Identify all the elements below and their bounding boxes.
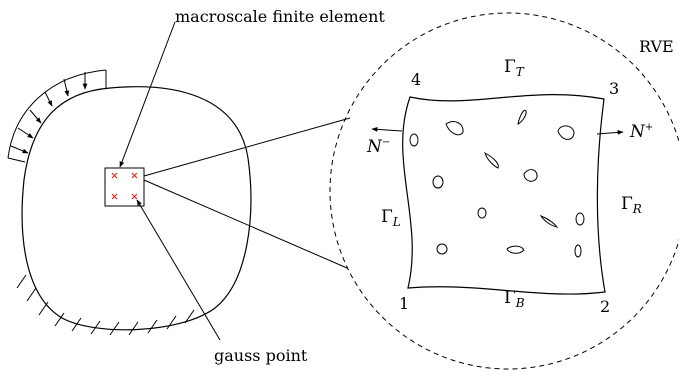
rve-label: RVE (639, 37, 674, 56)
gauss-point-marker (111, 193, 118, 200)
normal-minus-label: N− (366, 137, 390, 157)
gamma-top-label: ΓT (504, 57, 525, 79)
gamma-right-label: ΓR (621, 194, 642, 216)
gamma-bottom-label: ΓB (504, 288, 525, 310)
inclusion (523, 169, 538, 182)
rve-boundary-circle (329, 12, 679, 370)
distributed-load (7, 69, 107, 163)
inclusion (445, 121, 464, 136)
inclusion (484, 151, 499, 169)
rve-square (402, 94, 606, 295)
fixed-support-hatching (16, 274, 195, 336)
macroscale-body (21, 86, 252, 331)
inclusion (517, 109, 527, 125)
normal-plus-label: N+ (629, 122, 653, 142)
element-label-leader (119, 21, 176, 168)
inclusion (557, 125, 575, 140)
inclusions (409, 109, 585, 258)
inclusion (477, 207, 487, 219)
gauss-points (111, 172, 138, 200)
gamma-left-label: ΓL (381, 207, 401, 229)
gauss-point-marker (131, 193, 138, 200)
zoom-line-lower (143, 179, 348, 269)
macroscale-element-label: macroscale finite element (175, 7, 385, 26)
corner-label-4: 4 (411, 70, 421, 89)
corner-label-1: 1 (399, 294, 409, 313)
inclusion (409, 133, 419, 147)
gauss-point-label: gauss point (214, 346, 308, 365)
normal-arrow-negative (371, 126, 403, 132)
corner-label-3: 3 (609, 79, 619, 98)
inclusion (432, 175, 444, 189)
zoom-line-upper (143, 117, 351, 177)
normal-arrow-positive (596, 130, 624, 135)
macroscale-finite-element (104, 167, 145, 207)
gauss-point-marker (111, 172, 118, 179)
inclusion (539, 214, 559, 228)
inclusion (436, 243, 448, 255)
gauss-point-leader (136, 199, 221, 341)
inclusion (506, 245, 525, 254)
inclusion (574, 244, 582, 258)
corner-label-2: 2 (600, 297, 610, 316)
inclusion (575, 212, 585, 226)
gauss-point-marker (131, 172, 138, 179)
